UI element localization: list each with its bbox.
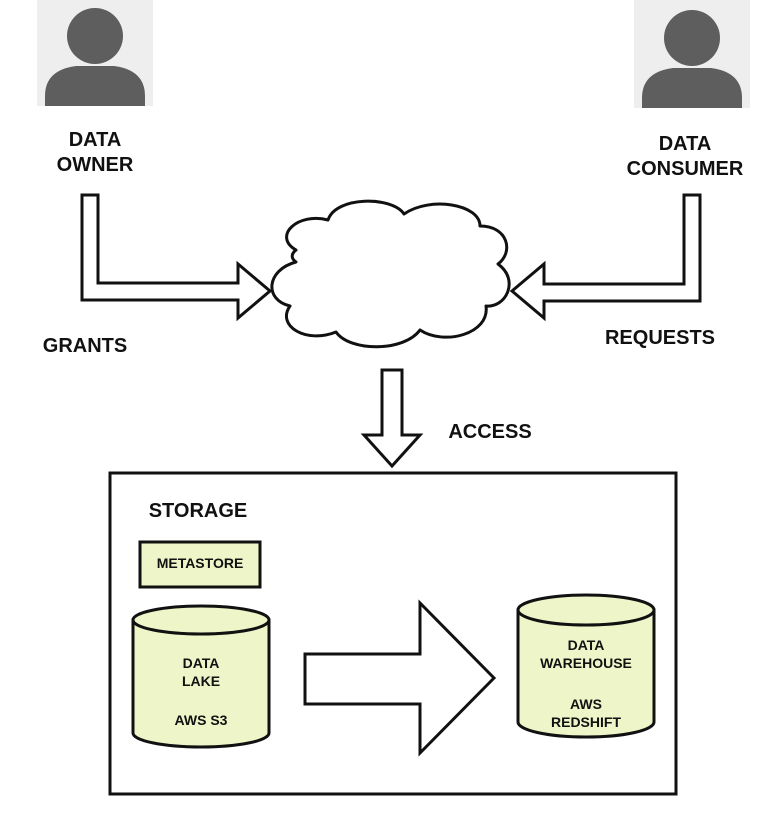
data-lake-service: AWS S3 [174,712,228,728]
metastore-box [138,540,262,589]
data-warehouse-cylinder [516,593,656,739]
data-lake-label: DATA LAKE [181,655,221,689]
access-label: ACCESS [448,421,532,443]
requests-label: REQUESTS [604,327,716,349]
data-warehouse-service: AWS REDSHIFT [551,696,621,730]
data-consumer-label: DATA CONSUMER [626,133,744,180]
grants-label: GRANTS [42,335,128,357]
data-owner-person-icon [37,0,153,106]
lake-to-warehouse-arrow [303,599,497,757]
data-lake-cylinder [131,604,271,749]
data-owner-label: DATA OWNER [56,129,134,176]
data-consumer-person-icon [634,0,750,108]
grants-arrow [80,193,273,322]
cloud-shape [270,199,511,349]
access-arrow [360,368,424,469]
data-warehouse-label: DATA WAREHOUSE [540,637,632,671]
requests-arrow [509,193,702,322]
storage-title: STORAGE [148,500,248,522]
metastore-label: METASTORE [156,555,244,571]
